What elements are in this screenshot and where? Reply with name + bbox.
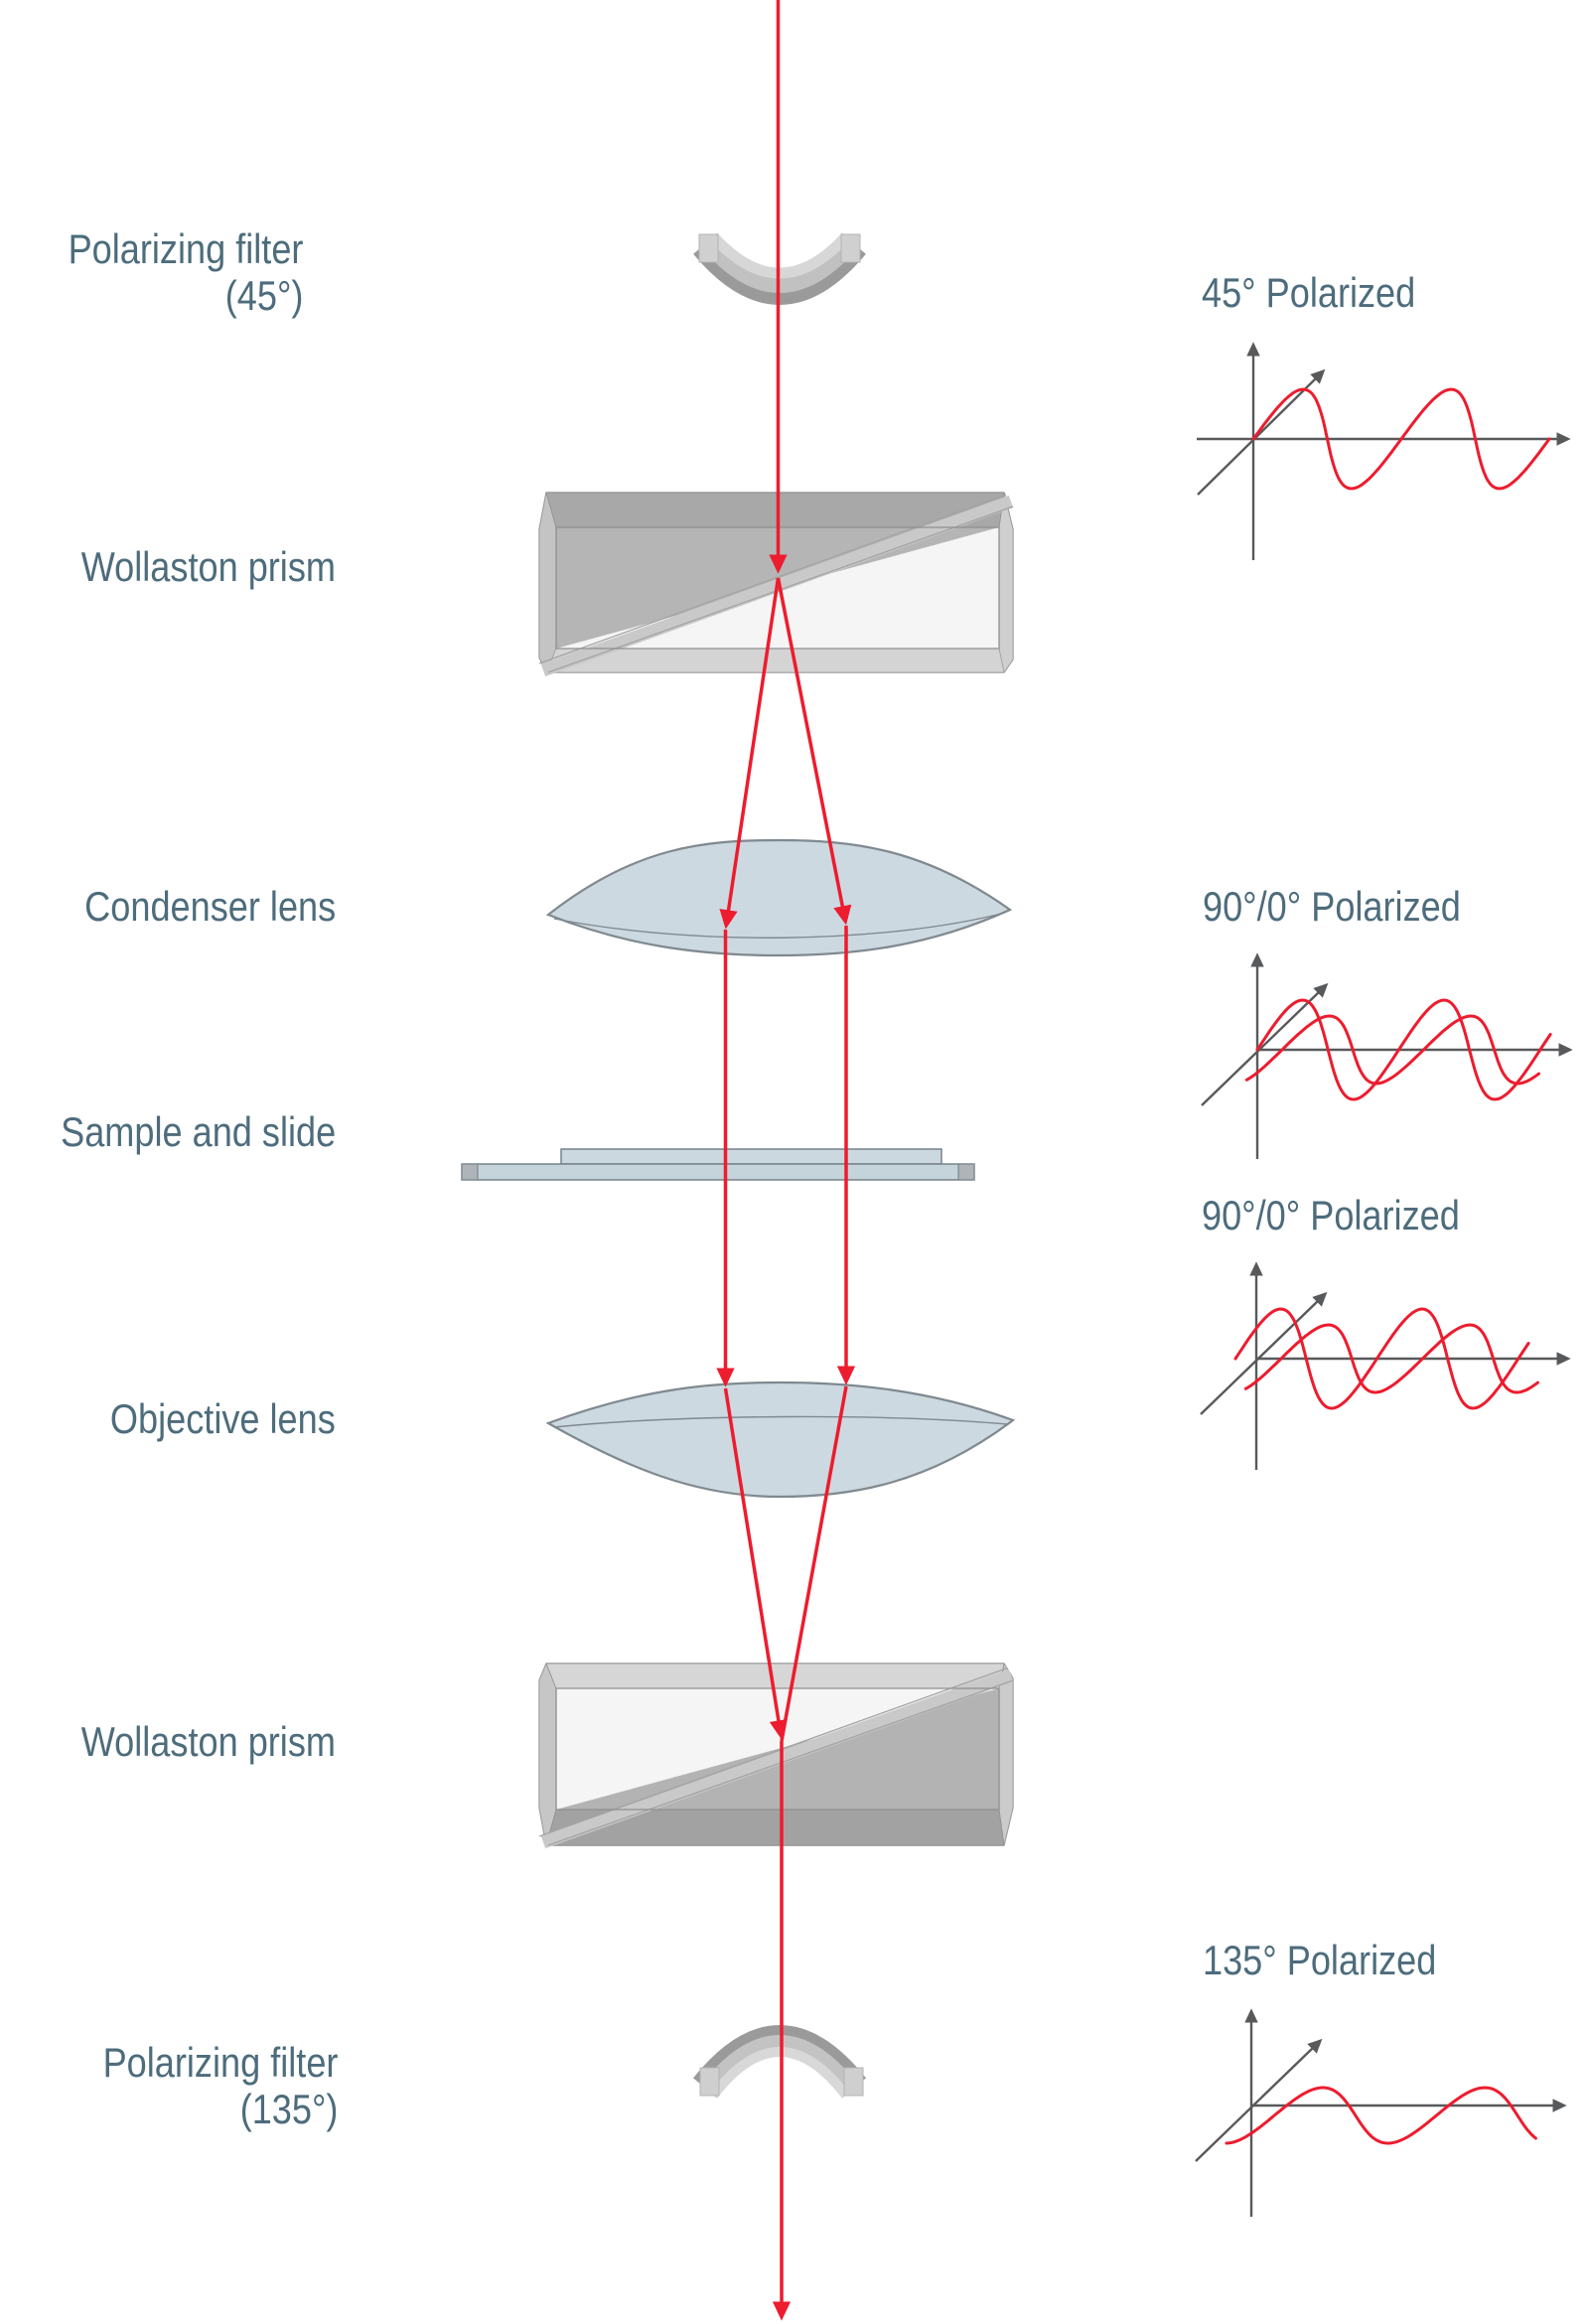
polarization-graph-90-0-a bbox=[1201, 952, 1573, 1159]
ray-converge-right bbox=[780, 1385, 848, 1742]
polarization-graph-45 bbox=[1197, 342, 1571, 560]
light-ray-path bbox=[716, 0, 856, 2321]
sample-slide-icon bbox=[461, 1148, 975, 1181]
wave-135 bbox=[1225, 2086, 1537, 2145]
wave-0 bbox=[1244, 1014, 1540, 1086]
graph-title-45-polarized: 45° Polarized bbox=[1202, 269, 1416, 316]
polarization-graph-135 bbox=[1195, 2008, 1567, 2217]
wave-90 bbox=[1255, 998, 1552, 1101]
diagonal-axis bbox=[1195, 2038, 1323, 2162]
wollaston-prism-top-icon bbox=[538, 492, 1014, 677]
objective-lens-icon bbox=[545, 1380, 1016, 1499]
graph-title-90-0-polarized-b: 90°/0° Polarized bbox=[1202, 1192, 1460, 1238]
polarization-graph-90-0-b bbox=[1200, 1261, 1571, 1470]
wave-90 bbox=[1233, 1307, 1530, 1410]
label-wollaston-prism-top: Wollaston prism bbox=[80, 543, 336, 590]
graph-title-135-polarized: 135° Polarized bbox=[1203, 1937, 1437, 1983]
label-sample-and-slide: Sample and slide bbox=[60, 1108, 336, 1155]
label-condenser-lens: Condenser lens bbox=[83, 883, 336, 930]
label-objective-lens: Objective lens bbox=[110, 1395, 336, 1442]
label-polarizing-filter-45: Polarizing filter (45°) bbox=[68, 225, 303, 319]
condenser-lens-icon bbox=[545, 838, 1013, 957]
wave-0 bbox=[1243, 1323, 1539, 1394]
diagonal-axis bbox=[1201, 982, 1329, 1106]
diagonal-axis bbox=[1200, 1291, 1328, 1415]
graph-title-90-0-polarized-a: 90°/0° Polarized bbox=[1203, 883, 1461, 930]
label-polarizing-filter-135: Polarizing filter (135°) bbox=[102, 2039, 338, 2132]
ray-converge-left bbox=[723, 1387, 788, 1740]
wollaston-prism-bottom-icon bbox=[538, 1663, 1014, 1849]
ray-split-right bbox=[776, 577, 852, 926]
wave-45 bbox=[1251, 387, 1551, 491]
ray-split-left bbox=[719, 577, 781, 930]
polarizing-filter-bottom-icon bbox=[692, 2025, 867, 2100]
label-wollaston-prism-bottom: Wollaston prism bbox=[80, 1718, 336, 1765]
